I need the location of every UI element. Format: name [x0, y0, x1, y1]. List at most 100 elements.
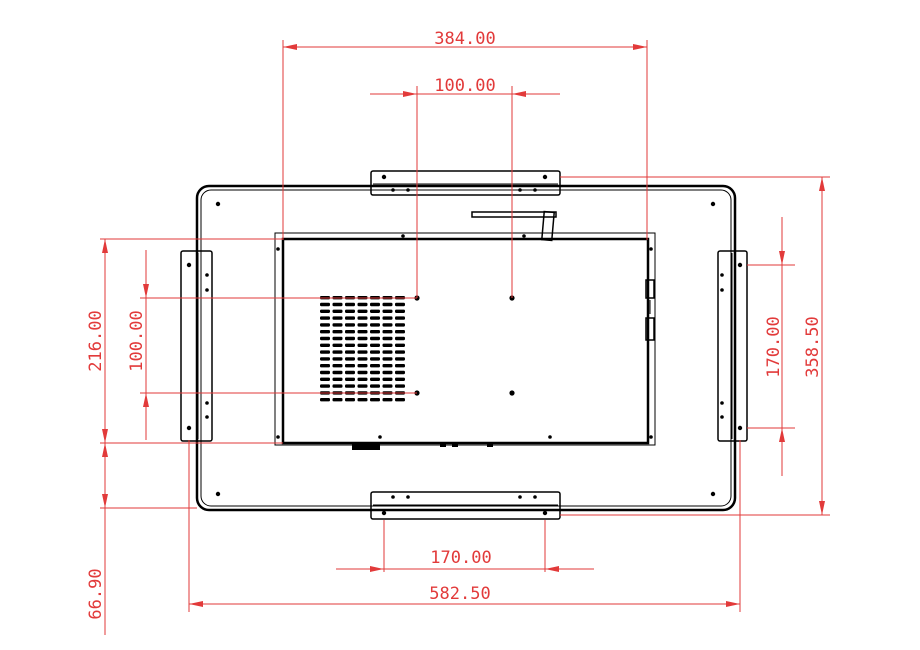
- vent-slot: [357, 398, 368, 402]
- vent-slot: [395, 364, 405, 368]
- outer-frame-inner: [200, 189, 732, 507]
- housing-screw: [649, 247, 653, 251]
- vent-slot: [332, 316, 343, 320]
- vent-slot: [370, 350, 380, 354]
- dimension-arrow: [512, 91, 526, 97]
- top-bracket: [370, 170, 561, 196]
- vent-slot: [357, 323, 368, 327]
- housing-screw: [401, 234, 405, 238]
- dim-bottom-bracket-spacing: 170.00: [430, 548, 491, 568]
- dimension-lines: [100, 40, 830, 635]
- vent-slot: [320, 309, 330, 313]
- bottom-bracket: [370, 491, 561, 520]
- vent-slot: [370, 343, 380, 347]
- vent-slot: [332, 398, 343, 402]
- vent-slot: [382, 377, 393, 381]
- vent-slot: [332, 309, 343, 313]
- vent-slot: [357, 343, 368, 347]
- dimension-arrow: [189, 601, 203, 607]
- corner-screw: [215, 201, 221, 207]
- vent-slot: [357, 370, 368, 375]
- dimension-arrow: [143, 393, 149, 407]
- vent-slot: [382, 330, 393, 334]
- dimension-arrow: [819, 177, 825, 191]
- vent-slot: [332, 377, 343, 381]
- vent-slot: [345, 323, 355, 327]
- vent-slot: [320, 370, 330, 375]
- vent-slot: [320, 323, 330, 327]
- vent-slot: [357, 350, 368, 354]
- vent-slot: [357, 316, 368, 320]
- corner-screw: [710, 201, 716, 207]
- side-ports: [645, 279, 655, 341]
- vent-slot: [332, 302, 343, 307]
- vent-slot: [320, 343, 330, 347]
- vent-slot: [357, 302, 368, 307]
- rear-housing: [274, 232, 656, 446]
- dimension-arrow: [143, 284, 149, 298]
- vent-slot: [382, 302, 393, 307]
- housing-screw: [378, 435, 382, 439]
- dimension-arrow: [633, 44, 647, 50]
- vent-slot: [345, 370, 355, 375]
- vent-slot: [382, 316, 393, 320]
- vent-slot: [345, 316, 355, 320]
- vent-slot: [357, 330, 368, 334]
- vent-slot: [395, 357, 405, 361]
- vent-slot: [370, 377, 380, 381]
- vent-slot: [320, 302, 330, 307]
- vent-slot: [320, 330, 330, 334]
- vent-slot: [320, 398, 330, 402]
- dimension-arrow: [726, 601, 740, 607]
- vent-slot: [357, 364, 368, 368]
- vent-slot: [382, 323, 393, 327]
- dimension-arrow: [779, 428, 785, 442]
- vent-slot: [357, 357, 368, 361]
- vent-slot: [357, 309, 368, 313]
- vent-slot: [332, 370, 343, 375]
- dimension-arrow: [102, 443, 108, 457]
- dimension-arrow: [102, 429, 108, 443]
- vent-slot: [370, 330, 380, 334]
- vent-slot: [332, 364, 343, 368]
- housing-screw: [276, 247, 280, 251]
- vent-slot: [345, 357, 355, 361]
- vent-slot: [332, 357, 343, 361]
- vent-slot: [370, 384, 380, 388]
- corner-screw: [215, 491, 221, 497]
- rear-housing-inner: [281, 237, 650, 445]
- right-bracket: [717, 250, 748, 442]
- vent-slot: [320, 357, 330, 361]
- dimension-arrow: [102, 239, 108, 253]
- vent-slot: [395, 323, 405, 327]
- vent-slot: [382, 336, 393, 341]
- dimension-arrow: [545, 566, 559, 572]
- dimension-arrow: [779, 251, 785, 265]
- dim-left-height: 216.00: [86, 310, 106, 371]
- housing-screw: [276, 435, 280, 439]
- antenna: [471, 210, 557, 242]
- vent-slot: [345, 330, 355, 334]
- vent-slot: [395, 336, 405, 341]
- vent-slot: [370, 370, 380, 375]
- vent-slot: [382, 343, 393, 347]
- vent-slot: [370, 336, 380, 341]
- vent-slot: [370, 316, 380, 320]
- dim-right-total-height: 358.50: [803, 316, 823, 377]
- vent-slot: [395, 330, 405, 334]
- vent-slot: [370, 302, 380, 307]
- vent-slot: [370, 398, 380, 402]
- vent-slot: [345, 377, 355, 381]
- vent-slot: [370, 323, 380, 327]
- vent-slot: [357, 384, 368, 388]
- vent-slot: [345, 336, 355, 341]
- vent-slot: [395, 384, 405, 388]
- bottom-connectors: [352, 443, 493, 450]
- vent-slot: [320, 384, 330, 388]
- vent-slot: [395, 343, 405, 347]
- vent-slot: [320, 377, 330, 381]
- dimension-arrow: [102, 494, 108, 508]
- vent-slot: [332, 350, 343, 354]
- vent-slot: [382, 398, 393, 402]
